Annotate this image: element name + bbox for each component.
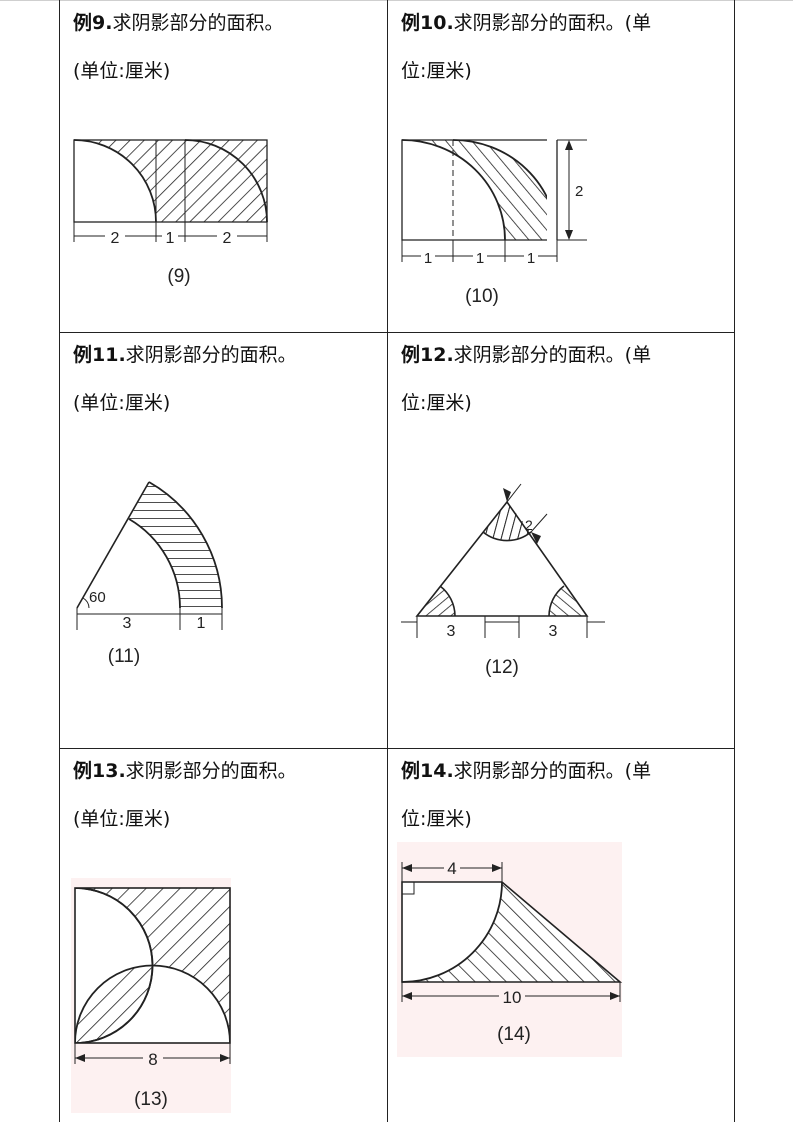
problem-13-title: 例13.求阴影部分的面积。 [73, 760, 297, 782]
problem-14-cell: 例14.求阴影部分的面积。(单 位:厘米) 4 10 (14) [387, 748, 734, 1122]
dim-10-c: 1 [527, 250, 535, 267]
dim-12-a: 3 [447, 623, 456, 640]
dim-13-side: 8 [148, 1050, 157, 1069]
problem-14-unit: 位:厘米) [401, 808, 472, 830]
dim-14-top: 4 [447, 859, 456, 878]
table-row-divider-2 [59, 748, 735, 749]
dim-14-bottom: 10 [503, 988, 522, 1007]
table-border-middle [387, 0, 388, 1122]
problem-9-title: 例9.求阴影部分的面积。 [73, 12, 284, 34]
problem-10-cell: 例10.求阴影部分的面积。(单 位:厘米) 2 1 1 1 (1 [387, 0, 734, 332]
table-row-divider-1 [59, 332, 735, 333]
problem-10-unit: 位:厘米) [401, 60, 472, 82]
top-rule [0, 0, 793, 1]
figure-11: 60 3 1 (11) [76, 481, 223, 667]
figure-14: 4 10 (14) [401, 858, 623, 1045]
problem-9-cell: 例9.求阴影部分的面积。 (单位:厘米) 2 1 2 (9) [59, 0, 387, 332]
dim-9-c: 2 [223, 230, 232, 247]
table-border-left [59, 0, 60, 1122]
dim-9-a: 2 [111, 230, 120, 247]
figure-10: 2 1 1 1 (10) [401, 138, 587, 307]
problem-12-unit: 位:厘米) [401, 392, 472, 414]
figure-14-label: (14) [497, 1024, 531, 1045]
figure-9-label: (9) [167, 266, 190, 287]
dim-11-a: 3 [123, 615, 132, 632]
figure-12: 2 3 3 (12) [401, 483, 605, 678]
angle-11: 60 [89, 589, 106, 606]
figure-11-label: (11) [108, 646, 140, 667]
figure-12-label: (12) [485, 657, 519, 678]
problem-13-unit: (单位:厘米) [73, 808, 171, 830]
problem-11-title: 例11.求阴影部分的面积。 [73, 344, 297, 366]
figure-9: 2 1 2 (9) [73, 139, 268, 287]
figure-13: 8 (13) [74, 887, 231, 1110]
dim-9-b: 1 [166, 230, 175, 247]
problem-12-title: 例12.求阴影部分的面积。(单 [401, 344, 652, 366]
dim-12-radius: 2 [525, 517, 533, 533]
table-border-right [734, 0, 735, 1122]
dim-10-height: 2 [575, 183, 583, 200]
problem-10-title: 例10.求阴影部分的面积。(单 [401, 12, 652, 34]
problem-12-cell: 例12.求阴影部分的面积。(单 位:厘米) 2 [387, 332, 734, 748]
problem-11-cell: 例11.求阴影部分的面积。 (单位:厘米) 60 3 1 (11) [59, 332, 387, 748]
problem-9-unit: (单位:厘米) [73, 60, 171, 82]
figure-10-label: (10) [465, 286, 499, 307]
dim-11-b: 1 [197, 615, 206, 632]
dim-10-b: 1 [476, 250, 484, 267]
dim-12-b: 3 [549, 623, 558, 640]
problem-13-cell: 例13.求阴影部分的面积。 (单位:厘米) 8 (13) [59, 748, 387, 1122]
dim-10-a: 1 [424, 250, 432, 267]
problem-11-unit: (单位:厘米) [73, 392, 171, 414]
figure-13-label: (13) [134, 1089, 168, 1110]
problem-14-title: 例14.求阴影部分的面积。(单 [401, 760, 652, 782]
